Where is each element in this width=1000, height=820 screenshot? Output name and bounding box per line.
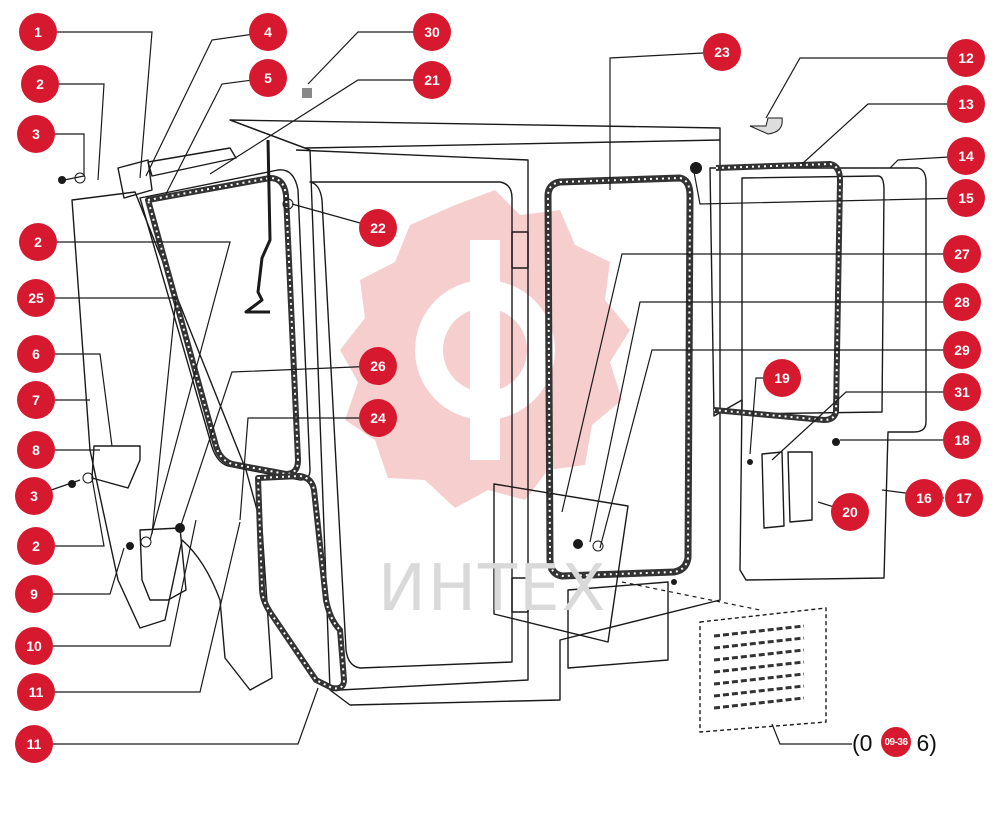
callout-14[interactable]: 14 bbox=[947, 137, 985, 175]
cab-roof-edge bbox=[229, 119, 721, 149]
upper-hinge-bar bbox=[147, 147, 237, 177]
callout-7[interactable]: 7 bbox=[17, 381, 55, 419]
callout-11[interactable]: 11 bbox=[17, 673, 55, 711]
callout-21[interactable]: 21 bbox=[413, 61, 451, 99]
door-latch-plate bbox=[139, 527, 187, 601]
mount-plate bbox=[493, 483, 629, 643]
callout-5[interactable]: 5 bbox=[249, 59, 287, 97]
callout-19[interactable]: 19 bbox=[763, 359, 801, 397]
callout-3[interactable]: 3 bbox=[15, 477, 53, 515]
cab-back-window bbox=[309, 181, 513, 669]
vent-grille-frame bbox=[699, 607, 827, 733]
caption-prefix: (0 bbox=[852, 730, 873, 756]
lower-door-seal bbox=[255, 473, 347, 692]
callout-27[interactable]: 27 bbox=[943, 235, 981, 273]
callout-13[interactable]: 13 bbox=[947, 85, 985, 123]
right-window-glass bbox=[741, 175, 885, 415]
callout-6[interactable]: 6 bbox=[17, 335, 55, 373]
callout-24[interactable]: 24 bbox=[359, 399, 397, 437]
callout-16[interactable]: 16 bbox=[905, 479, 943, 517]
callout-28[interactable]: 28 bbox=[943, 283, 981, 321]
callout-2[interactable]: 2 bbox=[21, 65, 59, 103]
right-door-panel bbox=[709, 167, 927, 581]
vent-grille-slats bbox=[713, 624, 805, 710]
callout-20[interactable]: 20 bbox=[831, 493, 869, 531]
watermark-gear-logo bbox=[340, 190, 630, 508]
callout-30[interactable]: 30 bbox=[413, 13, 451, 51]
callout-25[interactable]: 25 bbox=[17, 279, 55, 317]
callout-09-36[interactable]: 09-36 bbox=[881, 727, 911, 757]
callout-2[interactable]: 2 bbox=[17, 527, 55, 565]
hinge-upper bbox=[511, 231, 529, 269]
callout-18[interactable]: 18 bbox=[943, 421, 981, 459]
callout-23[interactable]: 23 bbox=[703, 33, 741, 71]
upper-hinge-plate bbox=[117, 159, 153, 199]
callout-9[interactable]: 9 bbox=[15, 575, 53, 613]
latch-plate-20 bbox=[787, 451, 813, 523]
lower-hinge-plate bbox=[91, 445, 141, 489]
door-handle bbox=[244, 139, 272, 314]
callout-17[interactable]: 17 bbox=[945, 479, 983, 517]
figure-caption: (0 6) bbox=[852, 730, 937, 757]
callout-11[interactable]: 11 bbox=[15, 725, 53, 763]
watermark-text: ИНТЕХ bbox=[378, 552, 608, 626]
fasteners bbox=[58, 88, 840, 585]
side-window-door bbox=[71, 191, 273, 691]
cab-door-frame bbox=[295, 149, 529, 691]
cab-body-outline bbox=[229, 119, 721, 706]
callout-31[interactable]: 31 bbox=[943, 373, 981, 411]
callout-12[interactable]: 12 bbox=[947, 39, 985, 77]
callout-15[interactable]: 15 bbox=[947, 179, 985, 217]
caption-suffix: 6) bbox=[916, 730, 937, 756]
callout-29[interactable]: 29 bbox=[943, 331, 981, 369]
callout-3[interactable]: 3 bbox=[17, 115, 55, 153]
callout-26[interactable]: 26 bbox=[359, 347, 397, 385]
callout-1[interactable]: 1 bbox=[19, 13, 57, 51]
callout-8[interactable]: 8 bbox=[17, 431, 55, 469]
door-seal bbox=[145, 175, 301, 477]
callout-4[interactable]: 4 bbox=[249, 13, 287, 51]
rear-panel bbox=[567, 581, 669, 669]
callout-22[interactable]: 22 bbox=[359, 209, 397, 247]
latch-plate-31 bbox=[761, 451, 785, 529]
hinge-lower bbox=[511, 577, 529, 613]
callout-2[interactable]: 2 bbox=[19, 223, 57, 261]
callout-10[interactable]: 10 bbox=[15, 627, 53, 665]
